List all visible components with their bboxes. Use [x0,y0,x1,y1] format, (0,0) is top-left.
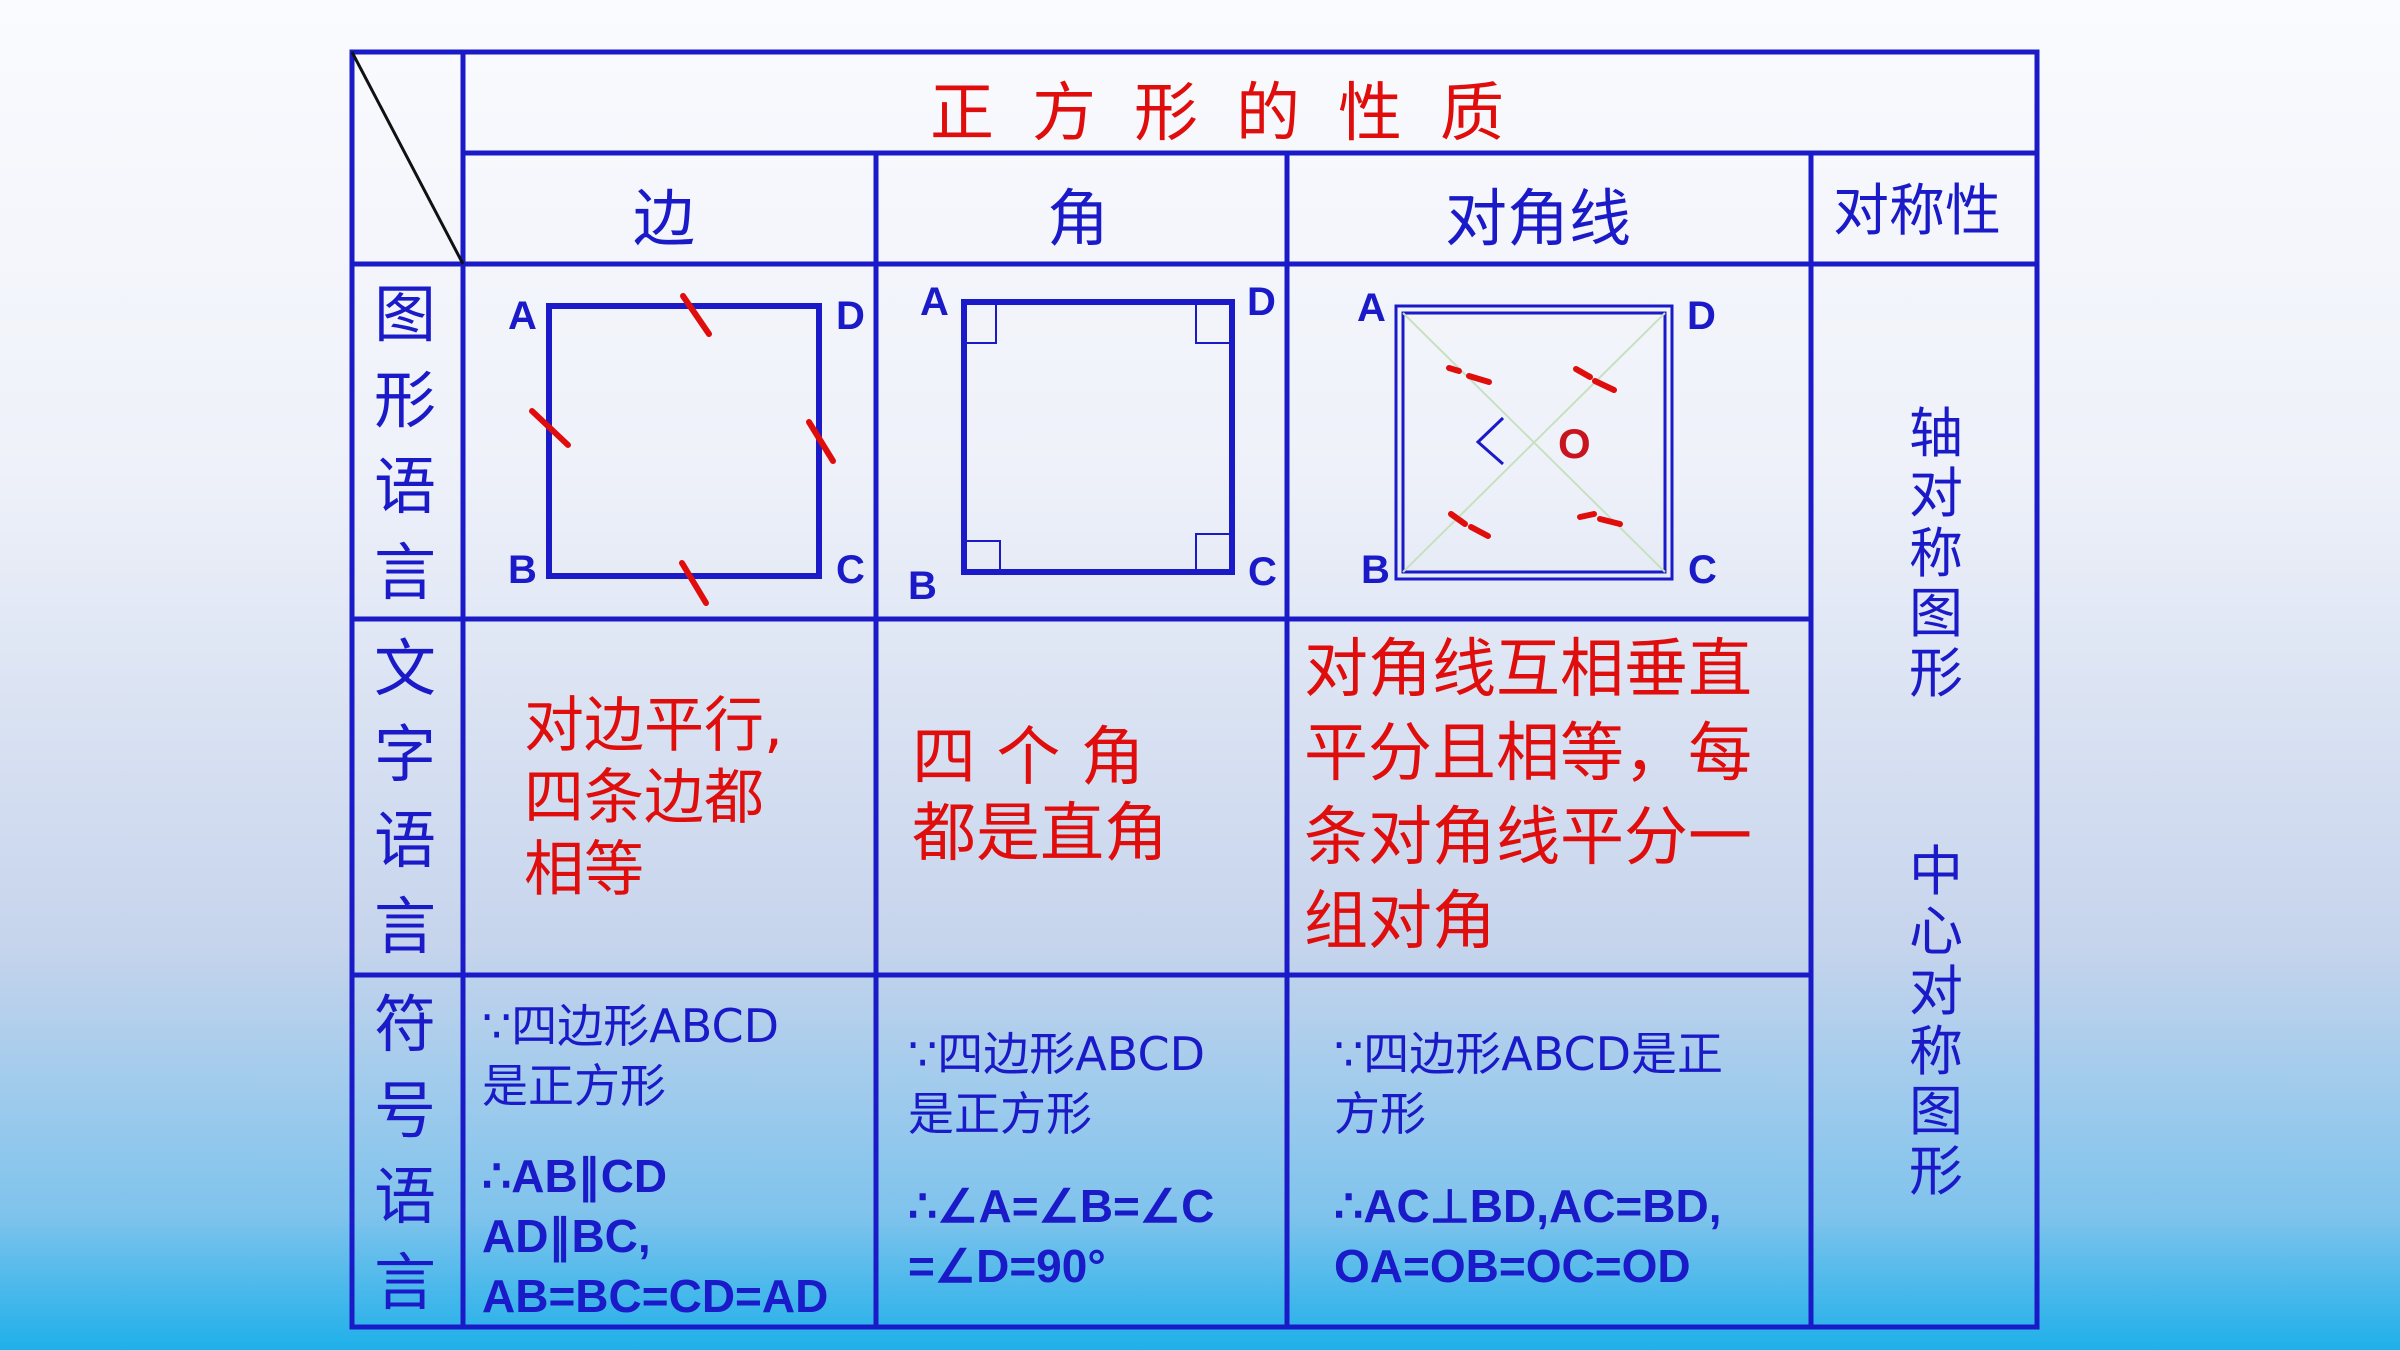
column-header-symmetry: 对称性 [1833,179,2001,244]
column-header-angle: 角 [1047,182,1110,255]
side-vertex-b: B [508,548,537,592]
diagonal-vertex-b: B [1361,548,1390,592]
equal-segment-marks [1446,365,1623,539]
corner-diagonal [350,51,465,265]
symbol-diagonal-premise: ∵四边形ABCD是正 方形 [1334,1027,1724,1141]
equal-side-marks [529,293,836,606]
text-diagonal: 对角线互相垂直 平分且相等，每 条对角线平分一 组对角 [1304,633,1752,959]
angle-vertex-c: C [1248,550,1277,594]
symmetry-central: 中心对称图形 [1909,840,1963,1203]
side-vertex-c: C [836,548,865,592]
symbol-angle-premise: ∵四边形ABCD 是正方形 [908,1027,1206,1141]
symbol-angle-conclusion: ∴∠A=∠B=∠C =∠D=90° [908,1180,1215,1292]
row-header-symbol: 符号语言 [373,988,436,1319]
symbol-side-conclusion: ∴AB∥CD AD∥BC, AB=BC=CD=AD [482,1150,829,1322]
side-vertex-d: D [836,294,865,338]
row-header-figure: 图形语言 [373,278,436,609]
table-title: 正方形的性质 [930,77,1542,151]
diagonal-vertex-a: A [1357,286,1386,330]
side-vertex-a: A [508,294,537,338]
diagonal-vertex-d: D [1687,294,1716,338]
diagonal-vertex-c: C [1688,548,1717,592]
square-angles-shape [961,299,1235,575]
text-side: 对边平行, 四条边都 相等 [524,691,784,905]
diagonal-center-o: O [1558,420,1591,467]
symbol-side-premise: ∵四边形ABCD 是正方形 [482,999,780,1113]
angle-bisector-mark [1475,416,1505,466]
column-header-diagonal: 对角线 [1445,182,1632,255]
column-header-side: 边 [633,182,696,255]
text-angle: 四 个 角 都是直角 [912,721,1168,871]
angle-vertex-a: A [920,280,949,324]
angle-vertex-b: B [908,564,937,608]
symbol-diagonal-conclusion: ∴AC⊥BD,AC=BD, OA=OB=OC=OD [1334,1180,1722,1292]
right-angle-marks [967,305,1229,569]
symmetry-axial: 轴对称图形 [1909,402,1963,705]
row-header-text: 文字语言 [373,632,436,963]
diagonal-lines [1402,312,1666,573]
angle-vertex-d: D [1247,280,1276,324]
